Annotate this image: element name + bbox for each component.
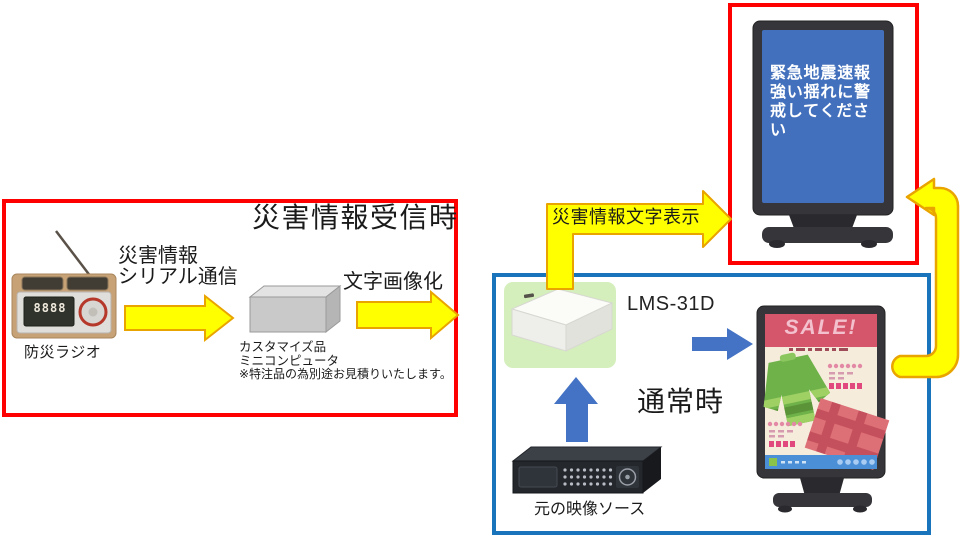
price-tag-bottom [767,421,803,447]
serial-arrow [124,293,235,343]
radio-label: 防災ラジオ [24,344,102,361]
emergency-display-foot-right [861,240,877,248]
sale-taskbar-dots [837,459,875,465]
radio-knob-center [88,307,98,317]
sale-display-foot-right [853,505,867,513]
serial-arrow-label: 災害情報 シリアル通信 [118,245,238,288]
lms-device-label: LMS-31D [627,293,715,315]
video-source-label: 元の映像ソース [534,501,646,518]
mini-computer-illustration [248,284,342,334]
sale-banner-text: SALE! [784,316,858,339]
deck-jog-dial [618,468,637,486]
normal-mode-label: 通常時 [637,386,725,417]
imaging-arrow [356,289,460,341]
sale-taskbar-dashes [781,461,806,464]
emergency-signage-illustration [752,20,894,248]
computer-top-face [248,285,342,298]
deck-jog-dot [625,474,630,480]
sale-signage-illustration [756,305,890,513]
emergency-display-base [762,227,893,243]
deck-side-face [643,447,661,493]
lms-vent [523,293,535,299]
source-input-arrow [554,377,598,442]
imaging-arrow-label: 文字画像化 [343,271,443,293]
sale-taskbar-icon [769,458,777,466]
emergency-display-screen [762,30,884,203]
computer-note: ※特注品の為別途お見積りいたします。 [239,367,452,381]
radio-antenna-icon [55,230,92,278]
lms-side-face [565,302,613,352]
mode-switch-arrow [891,177,960,379]
receive-mode-title: 災害情報受信時 [252,202,459,233]
radio-lcd-digits: 8888 [33,301,67,315]
computer-front-face [249,296,327,333]
normal-output-arrow [692,328,753,360]
price-tag-top [827,363,863,389]
disaster-receive-frame [2,199,458,417]
video-source-illustration [511,446,663,494]
radio-speaker-right [66,276,109,291]
sale-display-neck [800,478,844,496]
sale-display-taskbar [765,455,877,469]
normal-operation-frame [492,273,931,535]
deck-tray [518,466,558,488]
deck-button-grid [563,468,613,486]
transfer-arrow-label: 災害情報文字表示 [552,207,700,227]
emergency-transfer-arrow [546,190,732,290]
computer-label: カスタマイズ品ミニコンピュータ [239,340,340,368]
emergency-display-frame-box [728,3,919,265]
emergency-screen-text: 緊急地震速報 強い揺れに警戒してください [770,65,871,139]
sale-display-foot-left [778,505,792,513]
sale-display-base [773,493,872,507]
emergency-display-foot-left [769,240,785,248]
blanket-illustration [804,398,890,470]
radio-lcd [23,296,75,327]
sale-banner-dashes [789,348,848,351]
deck-top-face [511,446,663,462]
computer-label-line1: カスタマイズ品 [239,340,327,354]
sale-banner [765,314,877,347]
computer-label-line2: ミニコンピュータ [239,353,340,368]
lms-device-illustration [510,288,614,352]
radio-speaker-left [21,276,64,291]
radio-illustration [11,230,117,339]
